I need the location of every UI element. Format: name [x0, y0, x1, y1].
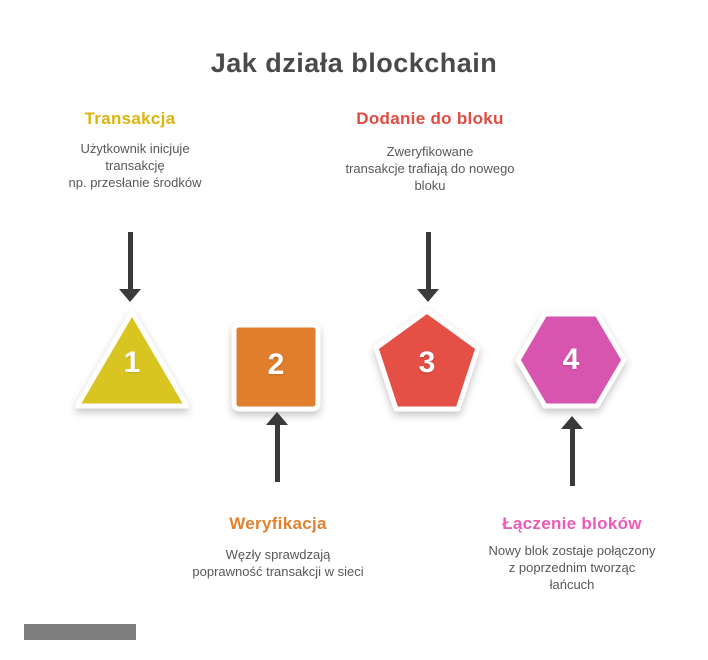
- arrow-down-to-step3: [416, 232, 440, 302]
- step2-label: Weryfikacja: [229, 514, 327, 533]
- step1-label: Transakcja: [84, 109, 176, 128]
- step4-description: Nowy blok zostaje połączony z poprzednim…: [488, 543, 656, 592]
- arrow-up-to-step4: [560, 416, 584, 486]
- step1-description: Użytkownik inicjuje transakcję np. przes…: [68, 141, 202, 190]
- step1-number: 1: [123, 346, 141, 379]
- step3-pentagon-shape: 3: [373, 306, 481, 416]
- arrow-up-icon: [266, 412, 288, 425]
- arrow-down-icon: [119, 289, 141, 302]
- triangle-icon: [74, 309, 190, 409]
- hexagon-icon: [515, 311, 627, 409]
- step4-label: Łączenie bloków: [502, 514, 642, 533]
- arrow-down-icon: [417, 289, 439, 302]
- step4-hexagon-shape: 4: [514, 310, 628, 410]
- arrow-shaft: [274, 425, 280, 482]
- square-icon: [231, 322, 321, 412]
- watermark-bar: [24, 624, 136, 640]
- step3-description: Zweryfikowane transakcje trafiają do now…: [345, 144, 515, 193]
- diagram-title: Jak działa blockchain: [210, 48, 498, 78]
- step3-number: 3: [418, 346, 436, 379]
- arrow-shaft: [569, 429, 575, 486]
- step4-number: 4: [562, 343, 580, 376]
- step2-description: Węzły sprawdzają poprawność transakcji w…: [192, 547, 364, 579]
- step1-triangle-shape: 1: [70, 306, 194, 412]
- arrow-up-icon: [561, 416, 583, 429]
- arrow-shaft: [425, 232, 431, 289]
- step2-number: 2: [267, 348, 285, 381]
- step2-square-shape: 2: [231, 322, 321, 412]
- arrow-shaft: [127, 232, 133, 289]
- step3-label: Dodanie do bloku: [356, 109, 504, 128]
- arrow-down-to-step1: [118, 232, 142, 302]
- arrow-up-to-step2: [265, 412, 289, 482]
- pentagon-icon: [373, 308, 481, 412]
